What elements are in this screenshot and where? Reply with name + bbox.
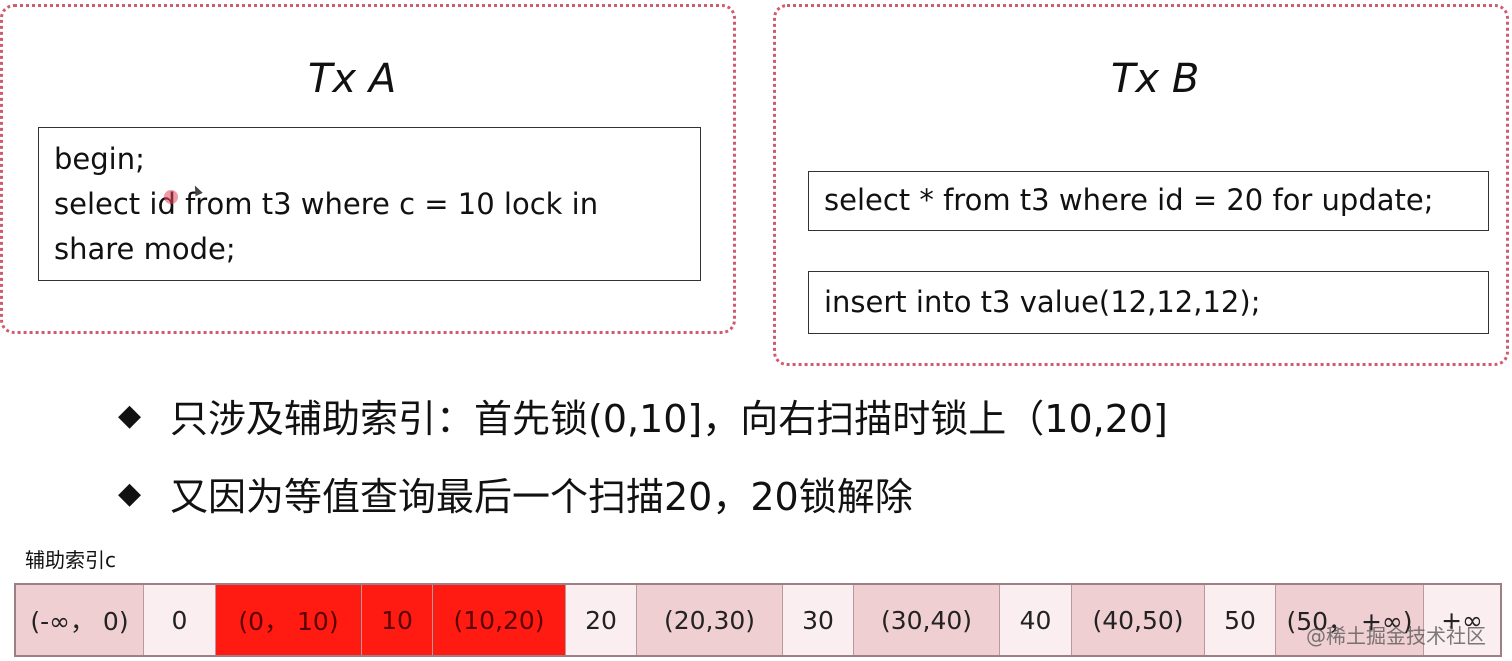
index-cell: (0， 10) [216, 585, 362, 655]
index-cell: (20,30) [637, 585, 783, 655]
index-cell: 0 [144, 585, 216, 655]
tx-b-insert-box: insert into t3 value(12,12,12); [808, 271, 1489, 334]
index-cell: (30,40) [854, 585, 1000, 655]
index-cell: (40,50) [1072, 585, 1205, 655]
tx-b-select-box: select * from t3 where id = 20 for updat… [808, 171, 1489, 231]
watermark: @稀土掘金技术社区 [1306, 624, 1486, 648]
tx-a-line-begin: begin; [54, 142, 145, 176]
diamond-bullet-icon: ◆ [118, 476, 142, 511]
bullet-item: ◆ 又因为等值查询最后一个扫描20，20锁解除 [118, 466, 913, 521]
index-cell: 40 [1000, 585, 1072, 655]
tx-b-insert-statement: insert into t3 value(12,12,12); [824, 285, 1261, 319]
tx-a-panel [0, 4, 736, 334]
index-cell: (50， +∞) [1276, 585, 1424, 655]
tx-b-title: Tx B [1111, 56, 1200, 102]
bullet-text: 又因为等值查询最后一个扫描20，20锁解除 [170, 475, 913, 519]
bullet-text: 只涉及辅助索引：首先锁(0,10]，向右扫描时锁上（10,20] [170, 397, 1168, 441]
index-cell: (10,20) [433, 585, 566, 655]
tx-a-title: Tx A [308, 56, 397, 102]
index-cell: 20 [566, 585, 637, 655]
index-cell: +∞ [1424, 585, 1500, 655]
index-label: 辅助索引c [25, 548, 116, 572]
index-cell: 30 [783, 585, 854, 655]
tx-a-line-share-mode: share mode; [54, 232, 236, 266]
bullet-item: ◆ 只涉及辅助索引：首先锁(0,10]，向右扫描时锁上（10,20] [118, 388, 1168, 443]
index-cell: (-∞， 0) [16, 585, 144, 655]
index-cell: 50 [1205, 585, 1276, 655]
tx-a-line-select: select id from t3 where c = 10 lock in [54, 187, 599, 221]
index-strip: (-∞， 0) 0 (0， 10) 10 (10,20) 20 (20,30) … [14, 583, 1502, 657]
tx-b-panel [773, 4, 1509, 366]
index-cell: 10 [362, 585, 433, 655]
tx-b-select-statement: select * from t3 where id = 20 for updat… [824, 183, 1434, 217]
diamond-bullet-icon: ◆ [118, 398, 142, 433]
pointer-highlight-icon [164, 190, 178, 204]
tx-a-sql-box: begin; select id from t3 where c = 10 lo… [38, 127, 701, 281]
